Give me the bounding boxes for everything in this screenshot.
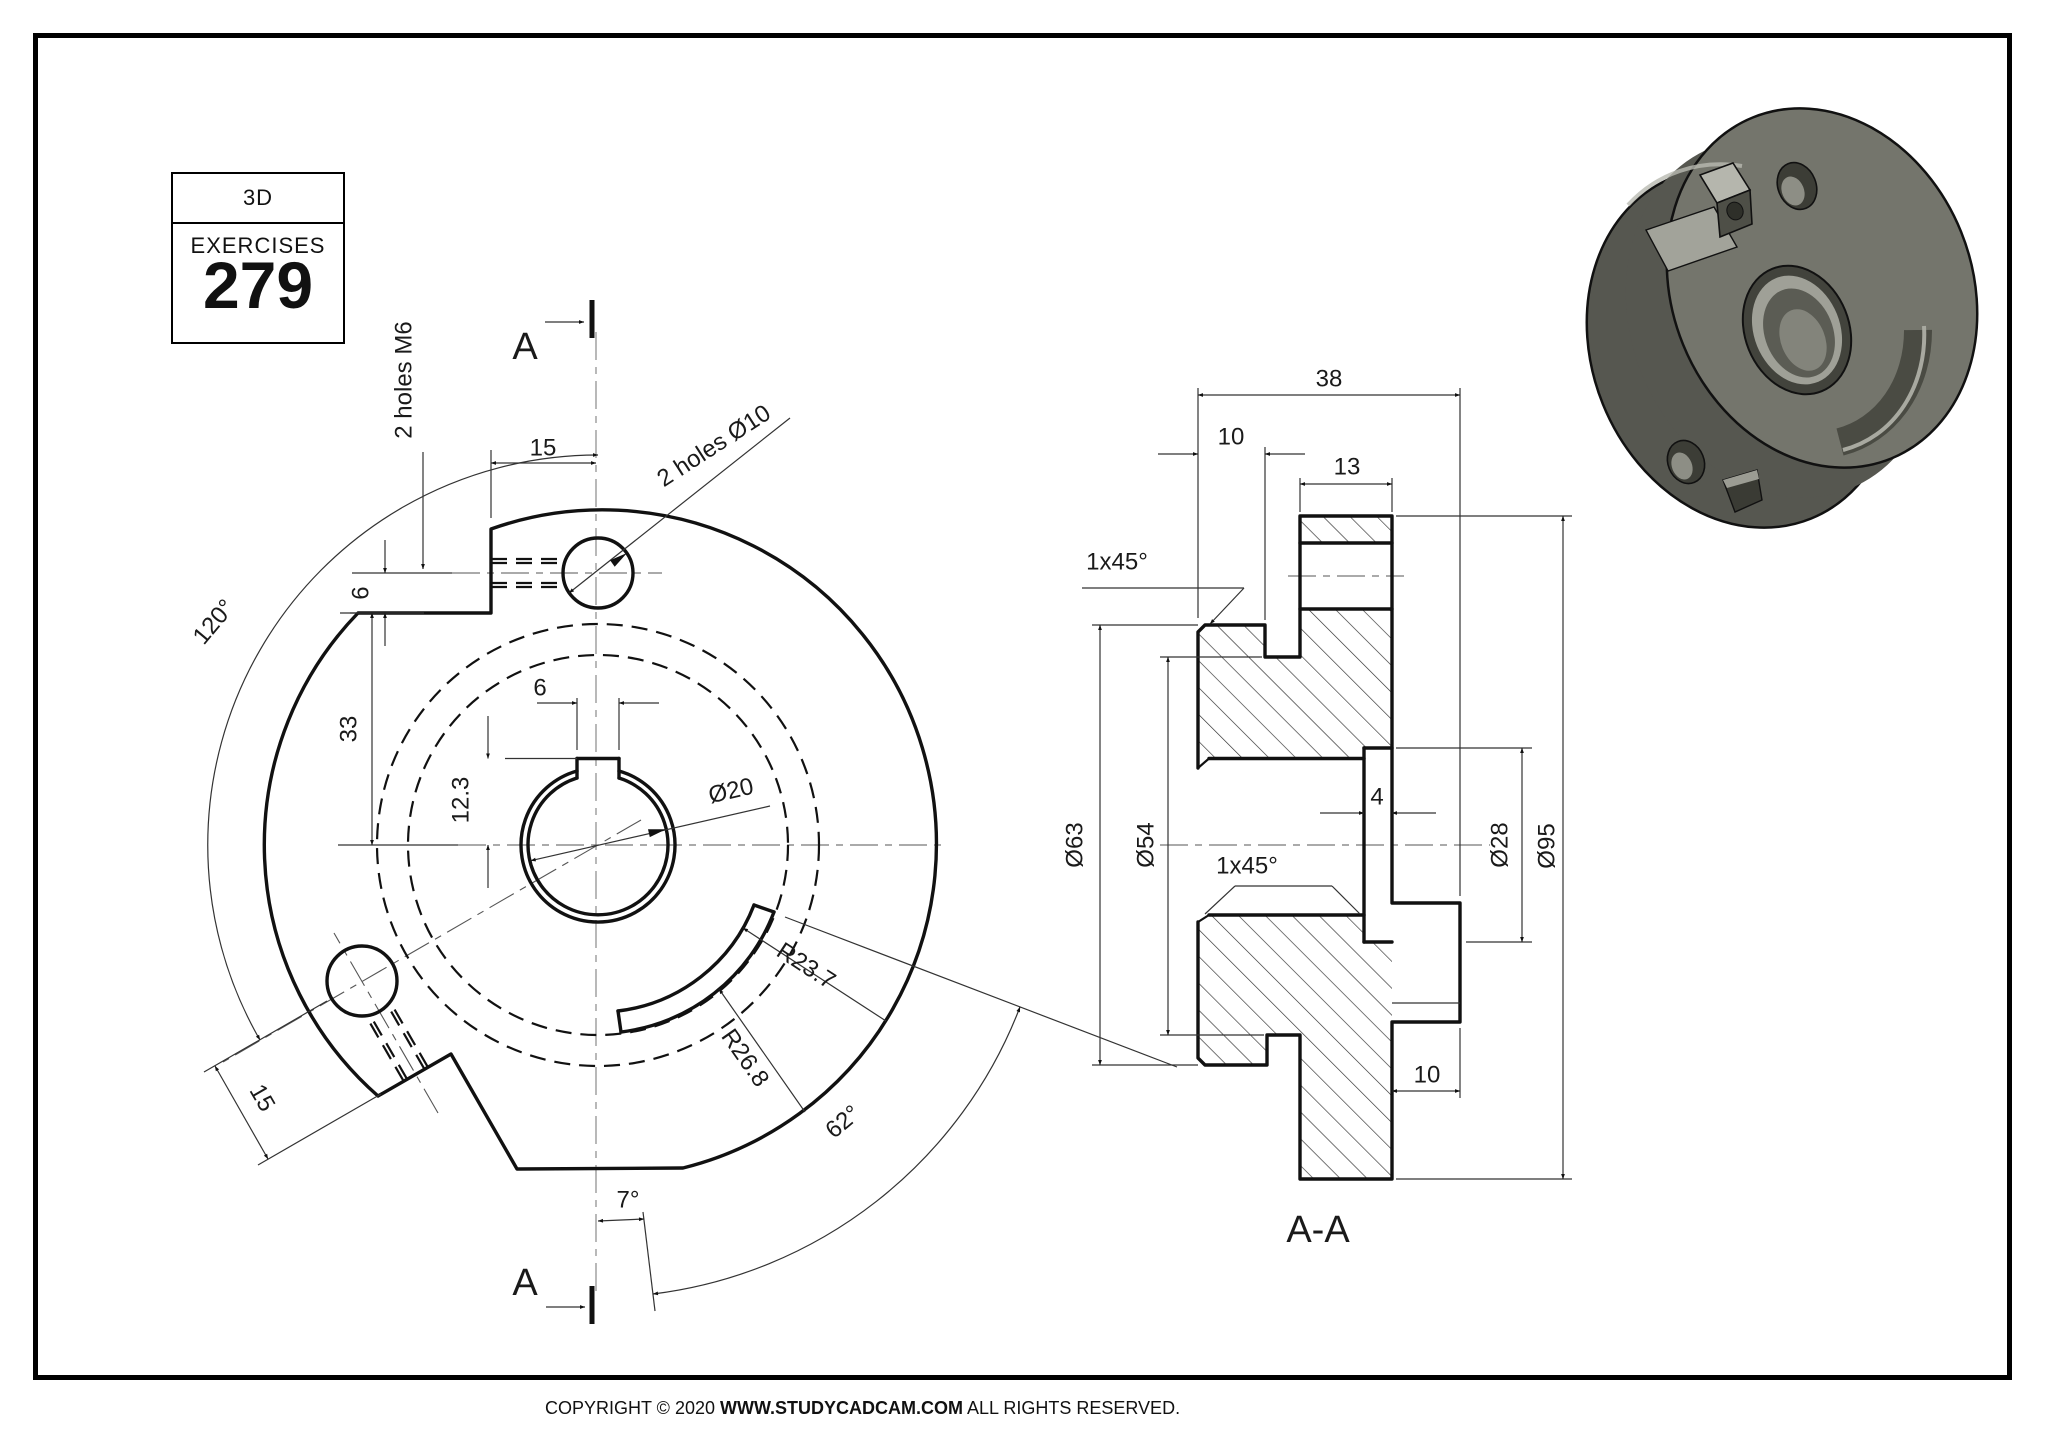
dim-7: 7° (597, 1187, 645, 1223)
dim-15-top: 15 (490, 435, 597, 518)
dim-15-lower: 15 (203, 1000, 382, 1166)
svg-text:4: 4 (1370, 784, 1383, 811)
title-series: 3D EXERCISES (173, 174, 343, 258)
arc-pad (616, 903, 776, 1034)
hidden-circle-d63 (375, 622, 821, 1068)
svg-text:7°: 7° (617, 1187, 640, 1214)
dim-d63: Ø63 (1062, 624, 1198, 1066)
dim-120: 120° (188, 453, 599, 1041)
dim-d28: Ø28 (1396, 747, 1532, 943)
iso-m6-block (1644, 162, 1753, 272)
iso-hole-lower (1666, 439, 1706, 485)
dim-r26-8: R26.8 (716, 988, 806, 1113)
drawing-border-frame (33, 33, 2012, 1380)
section-letter-top: A (512, 326, 538, 368)
section-internal-edges (1197, 541, 1460, 1004)
iso-center-bore (1741, 264, 1853, 396)
svg-text:Ø28: Ø28 (1487, 822, 1514, 867)
section-view: 38 10 13 1x45° (1062, 366, 1572, 1251)
center-bore (519, 756, 677, 924)
front-centerlines (222, 332, 948, 1292)
svg-text:Ø95: Ø95 (1534, 823, 1561, 868)
svg-text:Ø63: Ø63 (1062, 822, 1089, 867)
dim-12-3: 12.3 (448, 716, 577, 888)
section-title: A-A (1286, 1209, 1350, 1251)
section-cut-marks: A A (512, 300, 595, 1324)
dim-13: 13 (1299, 454, 1393, 512)
svg-text:33: 33 (336, 716, 363, 743)
section-letter-bottom: A (512, 1262, 538, 1304)
note-chamfer-top: 1x45° (1082, 549, 1245, 625)
svg-text:15: 15 (244, 1080, 281, 1117)
svg-text:R26.8: R26.8 (716, 1024, 775, 1092)
svg-text:R23.7: R23.7 (772, 937, 840, 995)
dim-33: 33 (336, 612, 374, 846)
title-block: 3D EXERCISES 279 (171, 172, 345, 344)
note-2-holes-m6: 2 holes M6 (391, 321, 425, 570)
dim-d54: Ø54 (1133, 656, 1264, 1036)
iso-arc-pad (1836, 329, 1933, 456)
front-view: A A 15 2 holes M6 2 holes Ø10 (188, 300, 1178, 1324)
dim-r23-7: R23.7 (742, 927, 887, 1022)
iso-hole-top (1776, 161, 1818, 211)
dim-4: 4 (1320, 784, 1436, 815)
svg-text:6: 6 (348, 586, 375, 599)
dim-d95: Ø95 (1396, 515, 1572, 1180)
dim-6-axis: 6 (348, 540, 452, 646)
copyright-footer: COPYRIGHT © 2020 WWW.STUDYCADCAM.COM ALL… (545, 1398, 1180, 1419)
svg-text:10: 10 (1218, 424, 1245, 451)
dim-10-pad: 10 (1391, 1028, 1461, 1098)
iso-3d-view (1585, 107, 1979, 529)
dim-d20: Ø20 (530, 773, 771, 862)
svg-text:62°: 62° (820, 1100, 865, 1144)
svg-text:2 holes M6: 2 holes M6 (391, 321, 418, 438)
hidden-circle-d54 (406, 653, 790, 1037)
note-2-holes-d10: 2 holes Ø10 (568, 399, 791, 594)
svg-text:13: 13 (1334, 454, 1361, 481)
svg-text:10: 10 (1414, 1062, 1441, 1089)
rights-suffix: ALL RIGHTS RESERVED. (967, 1398, 1181, 1418)
svg-text:6: 6 (533, 675, 546, 702)
note-chamfer-bore: 1x45° (1216, 853, 1278, 880)
iso-bottom-notch (1722, 469, 1763, 513)
dim-10-top: 10 (1158, 424, 1305, 620)
exercise-number: 279 (202, 248, 314, 322)
section-hatching (1198, 516, 1392, 1179)
svg-text:Ø54: Ø54 (1133, 822, 1160, 867)
svg-text:12.3: 12.3 (448, 777, 475, 824)
copyright-prefix: COPYRIGHT © 2020 (545, 1398, 715, 1418)
section-outline (1196, 514, 1462, 1181)
svg-text:120°: 120° (188, 594, 241, 649)
svg-text:1x45°: 1x45° (1086, 549, 1148, 576)
svg-text:Ø20: Ø20 (706, 773, 756, 810)
site-url: WWW.STUDYCADCAM.COM (720, 1398, 963, 1418)
dim-38: 38 (1197, 366, 1461, 896)
svg-text:38: 38 (1316, 366, 1343, 393)
